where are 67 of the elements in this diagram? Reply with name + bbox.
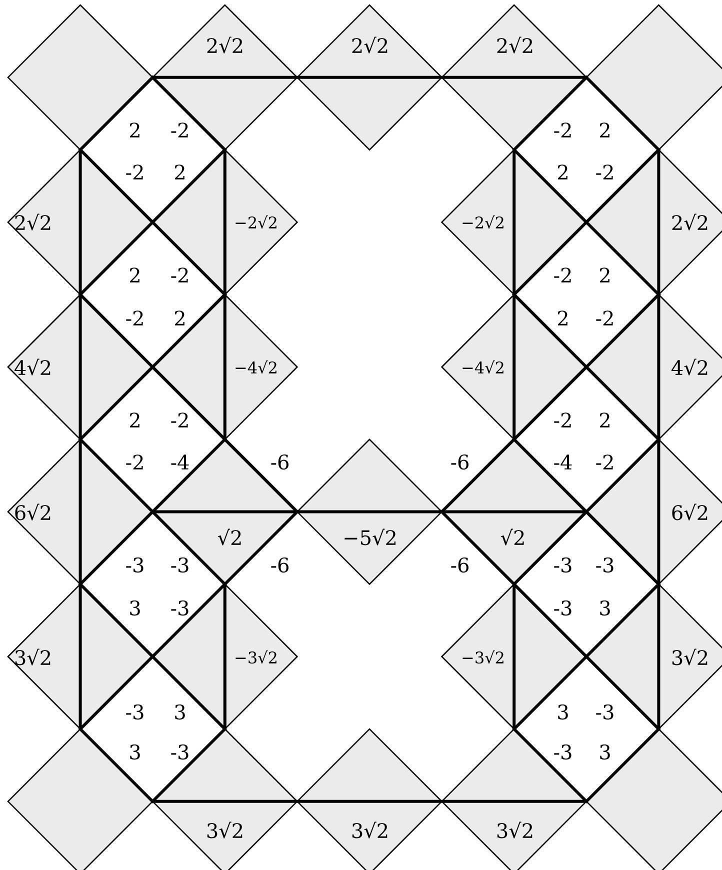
value-label: -4: [554, 454, 572, 470]
value-label: -6: [451, 557, 468, 573]
value-label: 4√2: [14, 358, 50, 376]
value-label: 3: [130, 744, 140, 760]
value-label: -3: [126, 704, 144, 720]
value-label: -2: [171, 268, 188, 282]
value-label: √2: [500, 528, 524, 546]
value-label: -3: [554, 557, 572, 573]
value-label: 2√2: [207, 36, 242, 54]
value-label: −2√2: [236, 215, 276, 229]
value-label: 3√2: [497, 822, 532, 838]
value-label: -2: [554, 412, 571, 428]
value-label: -3: [126, 557, 144, 573]
value-label: -2: [171, 412, 188, 428]
value-label: -2: [554, 268, 571, 282]
value-label: -2: [554, 122, 571, 138]
value-label: 6√2: [672, 504, 708, 520]
value-label: 2: [600, 268, 610, 282]
value-label: -2: [126, 454, 143, 470]
value-label: -2: [596, 164, 613, 180]
value-label: -2: [126, 310, 143, 326]
value-label: -3: [554, 744, 572, 760]
value-label: 3: [600, 600, 610, 616]
value-label: 2√2: [15, 214, 50, 230]
value-label: 3√2: [15, 648, 50, 666]
value-label: 2: [130, 268, 140, 282]
value-label: √2: [218, 528, 241, 546]
value-label: 2: [558, 310, 568, 326]
value-label: 3√2: [207, 822, 242, 838]
value-label: 3√2: [672, 648, 708, 666]
value-label: -2: [596, 454, 613, 470]
value-label: 2: [130, 412, 140, 428]
value-label: -2: [126, 164, 143, 180]
value-label: 3: [558, 704, 568, 720]
value-label: -2: [171, 122, 188, 138]
value-label: 3: [130, 600, 140, 616]
value-label: -3: [171, 557, 188, 573]
value-label: −5√2: [344, 528, 396, 546]
value-label: -3: [596, 704, 614, 720]
value-label: 2√2: [352, 36, 388, 54]
value-label: -6: [271, 557, 288, 573]
value-label: -3: [554, 600, 572, 616]
value-label: -3: [171, 744, 188, 760]
value-label: -2: [596, 310, 613, 326]
value-label: −4√2: [462, 360, 504, 374]
value-label: 6√2: [15, 504, 50, 520]
value-label: 2: [558, 164, 568, 180]
value-label: 4√2: [672, 358, 708, 376]
value-label: 2: [600, 412, 610, 428]
value-label: −2√2: [462, 215, 504, 229]
value-label: −3√2: [462, 650, 504, 664]
value-label: 2√2: [672, 214, 708, 230]
value-label: -3: [596, 557, 614, 573]
value-label: -6: [451, 454, 468, 470]
value-label: 2: [600, 122, 610, 138]
value-label: -3: [171, 600, 188, 616]
value-label: 3: [600, 744, 610, 760]
value-label: 3√2: [352, 822, 388, 838]
value-label: 3: [175, 704, 185, 720]
value-label: -6: [271, 454, 288, 470]
value-label: −3√2: [236, 650, 276, 664]
value-label: -4: [171, 454, 189, 470]
value-label: −4√2: [236, 360, 276, 374]
value-label: 2: [130, 122, 140, 138]
value-label: 2: [175, 310, 184, 326]
value-label: 2: [175, 164, 184, 180]
value-label: 2√2: [497, 36, 532, 54]
